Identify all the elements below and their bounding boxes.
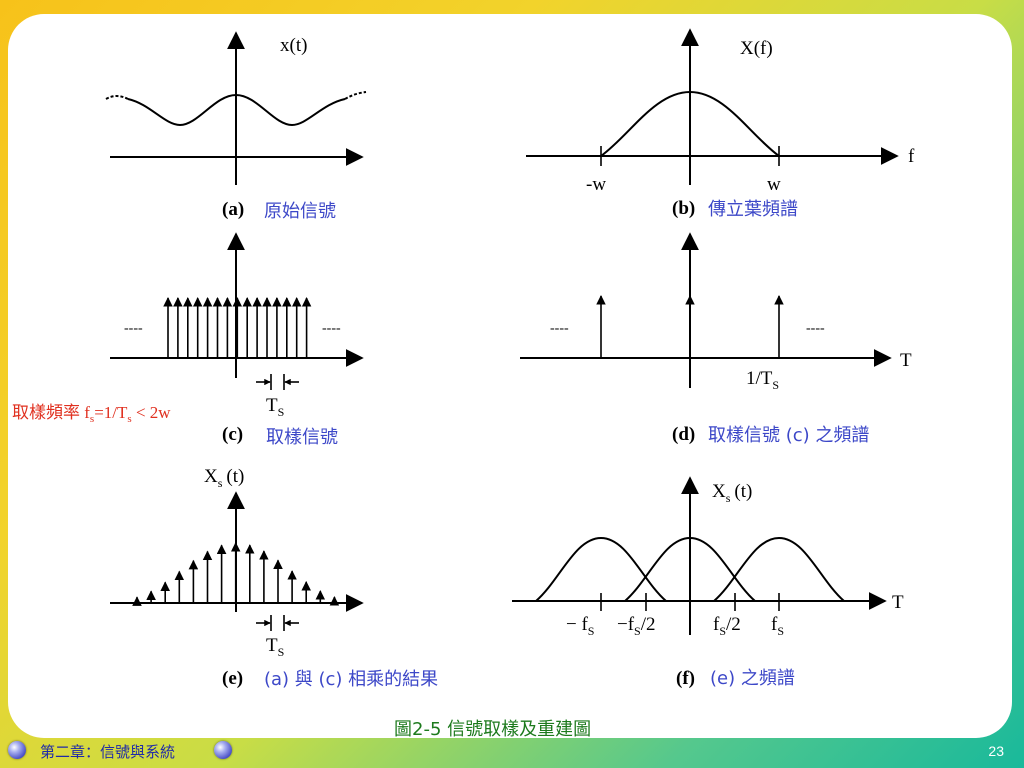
- panel-d-impulses: [596, 295, 784, 358]
- panel-b-spectrum-curve: [600, 90, 780, 157]
- panel-a: x(t) (a) 原始信號: [105, 31, 367, 222]
- panel-e: Xs(t) TS (e) (a) 與 (c) 相乘的結果: [110, 466, 438, 690]
- panel-d-letter: (d): [672, 424, 695, 445]
- panel-f-caption: (e) 之頻譜: [710, 668, 795, 689]
- panel-c-letter: (c): [222, 424, 243, 445]
- panel-f-xlabel: T: [892, 592, 904, 613]
- panel-c-dash-right: ----: [322, 321, 341, 336]
- panel-e-spacing-marker: [256, 615, 299, 631]
- figure-title: 圖2-5 信號取樣及重建圖: [394, 719, 591, 740]
- panel-b: X(f) f -w w (b) 傳立葉頻譜: [526, 28, 915, 220]
- panel-f-tick-label-neg-half: −fS/2: [617, 614, 656, 638]
- panel-b-xlabel: f: [908, 146, 915, 167]
- panel-a-caption: 原始信號: [264, 201, 336, 222]
- panel-c-spacing-label: TS: [266, 395, 284, 419]
- panel-b-caption: 傳立葉頻譜: [708, 199, 798, 220]
- panel-f-replica-right: [713, 536, 845, 602]
- panel-b-letter: (b): [672, 198, 695, 219]
- panel-c: ---- ---- TS (c) 取樣信號: [110, 232, 364, 448]
- footer-bullet-right[interactable]: [214, 741, 232, 759]
- panel-e-spacing-label: TS: [266, 635, 284, 659]
- panel-c-spacing-marker: [256, 374, 299, 390]
- panel-a-letter: (a): [222, 199, 244, 220]
- panel-e-sampled-signal: [132, 542, 340, 606]
- panel-b-tick-neg-label: -w: [586, 174, 606, 195]
- sampling-condition-note: 取樣頻率 fs=1/Ts < 2w: [12, 403, 171, 425]
- panel-d-caption: 取樣信號 (c) 之頻譜: [708, 425, 869, 446]
- panel-f-replica-center: [624, 536, 756, 602]
- panel-d-xlabel: T: [900, 350, 912, 371]
- panel-a-left-continuation: [105, 95, 129, 100]
- footer-chapter-title: 第二章：信號與系統: [40, 743, 176, 761]
- panel-c-sample-train: [163, 297, 312, 358]
- panel-d-dash-right: ----: [806, 321, 825, 336]
- panel-d-tick-label: 1/TS: [746, 368, 779, 392]
- content-panel: [8, 14, 1012, 738]
- panel-e-letter: (e): [222, 668, 243, 689]
- panel-a-right-continuation: [344, 91, 367, 100]
- panel-d-dash-left: ----: [550, 321, 569, 336]
- footer-page-number: 23: [988, 743, 1004, 759]
- panel-f: Xs(t) T − fS −fS/2 fS/2 fS (f) (e) 之頻譜: [512, 476, 904, 689]
- panel-f-replica-left: [535, 536, 667, 602]
- panel-a-ylabel: x(t): [280, 35, 307, 56]
- panel-e-caption: (a) 與 (c) 相乘的結果: [264, 669, 438, 690]
- panel-d: ---- ---- T 1/TS (d) 取樣信號 (c) 之頻譜: [520, 232, 912, 446]
- panel-f-tick-label-pos-half: fS/2: [713, 614, 741, 638]
- panel-f-ylabel: Xs(t): [712, 481, 752, 505]
- panel-f-tick-label-pos-fs: fS: [771, 614, 784, 638]
- panel-b-tick-pos-label: w: [767, 174, 781, 195]
- panel-b-ylabel: X(f): [740, 38, 773, 59]
- panel-f-tick-label-neg-fs: − fS: [566, 614, 594, 638]
- panel-c-caption: 取樣信號: [266, 427, 338, 448]
- panel-c-dash-left: ----: [124, 321, 143, 336]
- panel-a-signal-curve: [127, 93, 346, 127]
- panel-f-letter: (f): [676, 668, 695, 689]
- panel-e-ylabel: Xs(t): [204, 466, 244, 490]
- footer-bullet-left: [8, 741, 26, 759]
